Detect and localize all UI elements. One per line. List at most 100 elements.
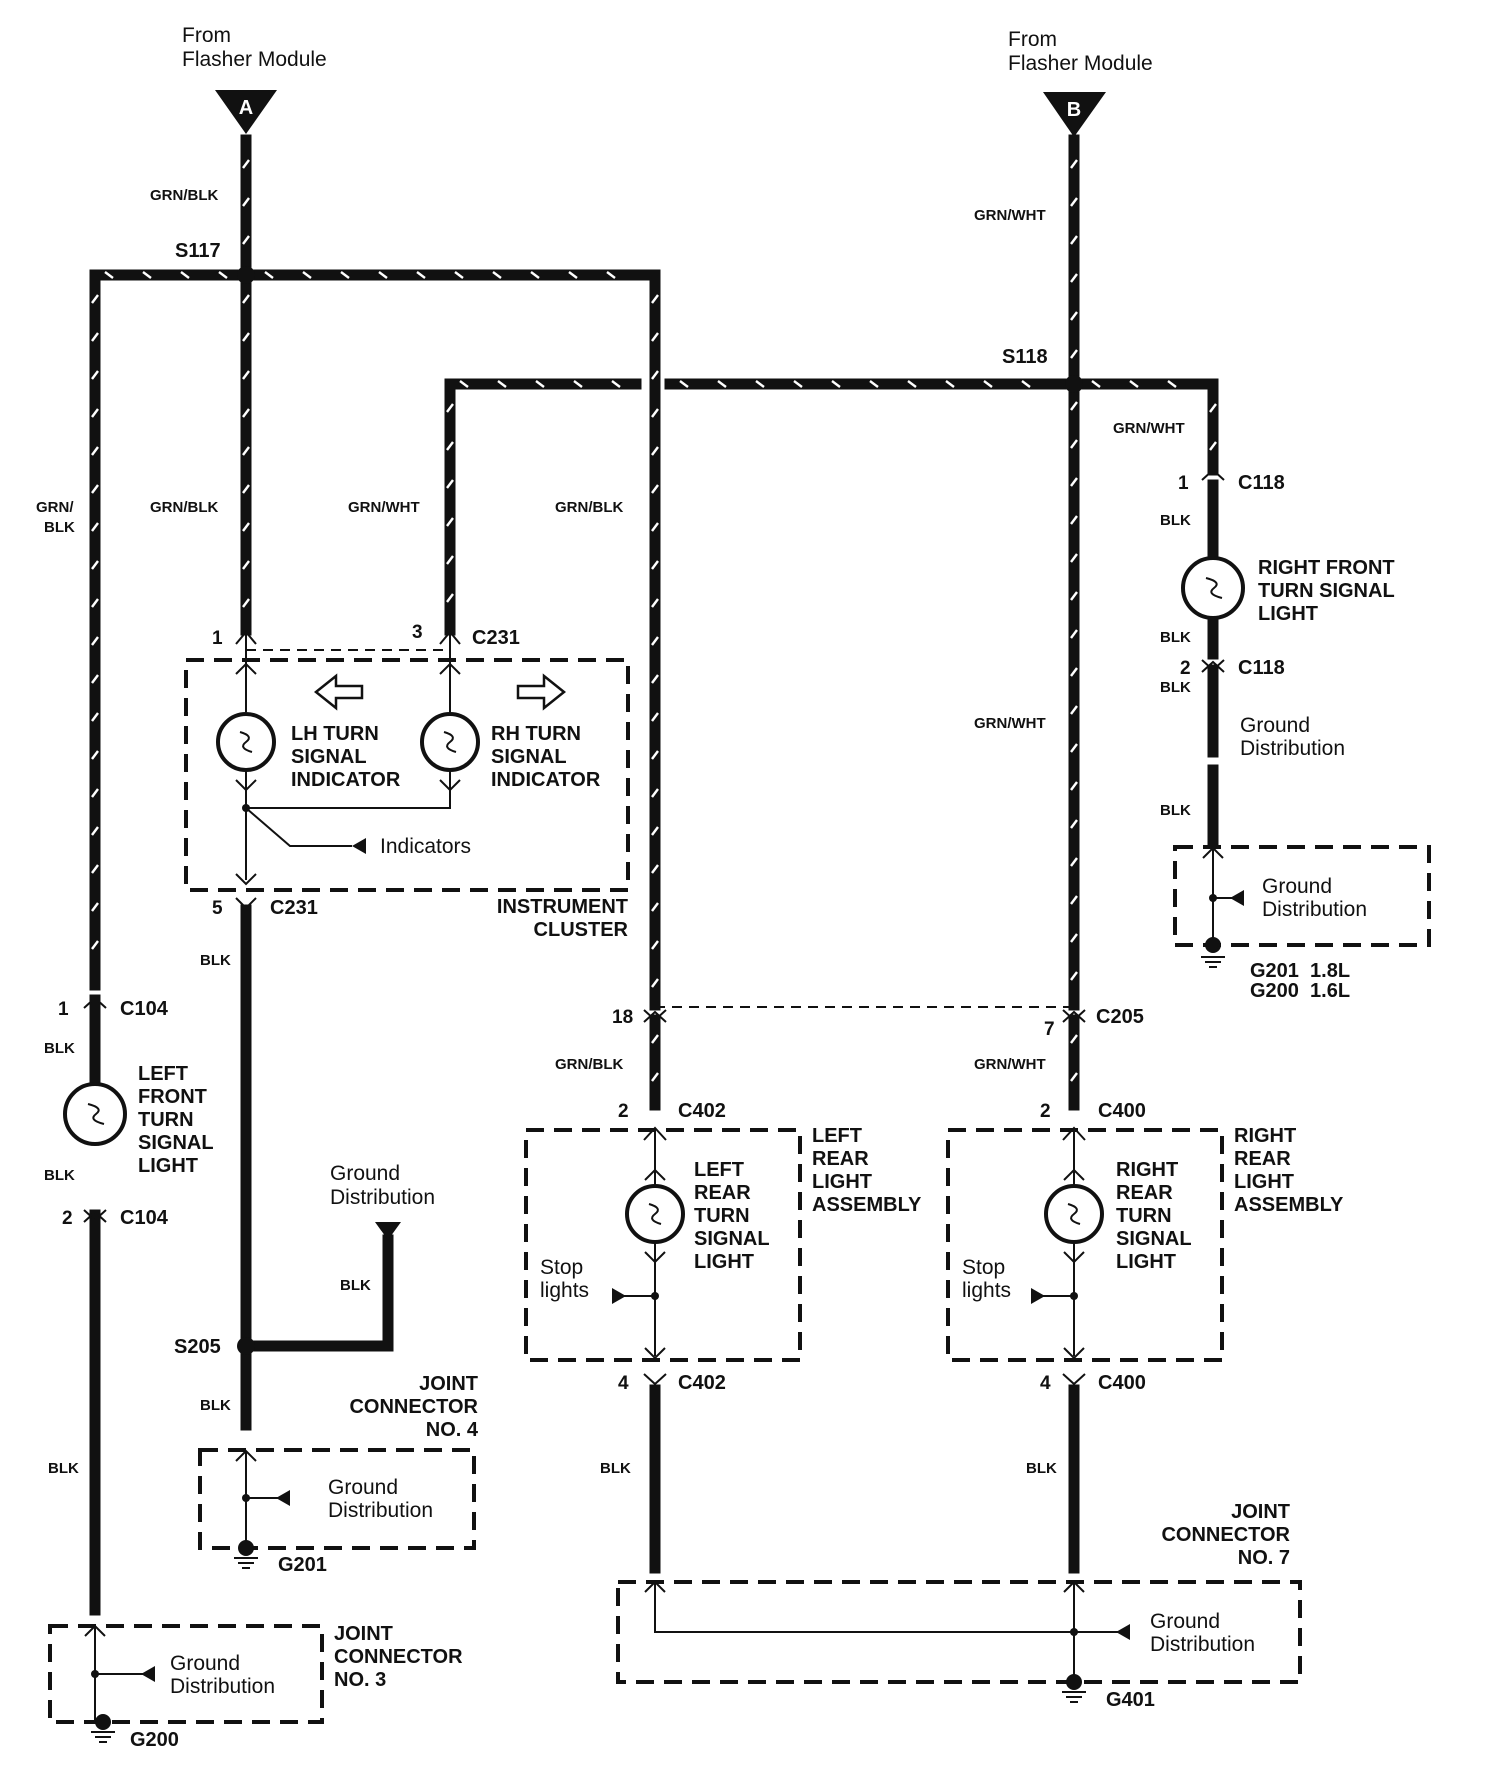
wire-hatch-mark (1209, 441, 1217, 451)
jc4-box (198, 1448, 476, 1550)
wire-hatch-mark (1070, 1072, 1078, 1082)
source-a-arrow-icon (215, 90, 277, 134)
left-front-label-5: LIGHT (138, 1155, 198, 1177)
wire-hatch-mark (91, 826, 99, 836)
wire-hatch-mark (1070, 819, 1078, 829)
wire-rh-indicator-feed (444, 378, 642, 636)
wire-hatch-mark (1070, 895, 1078, 905)
wire-label-blk-c104-top: BLK (44, 1040, 75, 1057)
splice-s118-label: S118 (1002, 346, 1048, 368)
jc3-label-2: CONNECTOR (334, 1646, 463, 1668)
connector-c118-top: C118 (1238, 472, 1285, 494)
wire-hatch-mark (1070, 743, 1078, 753)
wire-hatch-mark (1070, 311, 1078, 321)
wire-hatch-mark (568, 271, 578, 279)
wire-hatch-mark (446, 517, 454, 527)
pin-c104-2: 2 (62, 1208, 73, 1229)
source-a-module: Flasher Module (182, 48, 327, 71)
jc4-gd-2: Distribution (328, 1499, 433, 1522)
jc3-ground-icon (91, 1731, 115, 1743)
source-b-arrow-icon (1043, 92, 1106, 137)
right-rear-assembly-3: LIGHT (1234, 1171, 1294, 1193)
wire-hatch-mark (651, 712, 659, 722)
wire-hatch-mark (1070, 705, 1078, 715)
right-rear-light-5: LIGHT (1116, 1251, 1176, 1273)
wire-hatch-mark (459, 380, 469, 388)
connector-c231-top: C231 (472, 627, 520, 649)
jc4-gd-1: Ground (328, 1476, 398, 1499)
wire-hatch-mark (91, 370, 99, 380)
wire-hatch-mark (497, 380, 507, 388)
wire-hatch-mark (651, 294, 659, 304)
wire-hatch-mark (1070, 553, 1078, 563)
wire-hatch-mark (651, 1072, 659, 1082)
s205-ground-dist-2: Distribution (330, 1186, 435, 1209)
wire-label-grn-blk-c402: GRN/BLK (555, 1056, 623, 1073)
wire-hatch-mark (242, 332, 250, 342)
left-rear-light-3: TURN (694, 1205, 750, 1227)
wire-hatch-mark (142, 271, 152, 279)
wire-hatch-mark (611, 380, 621, 388)
connector-c402-bot: C402 (678, 1372, 726, 1394)
wire-hatch-mark (91, 864, 99, 874)
splice-s117 (237, 266, 255, 284)
indicators-label: Indicators (380, 835, 471, 858)
connector-c104-top: C104 (120, 998, 169, 1020)
right-arrow-icon (516, 673, 567, 711)
instrument-cluster-label-2: CLUSTER (534, 919, 629, 941)
jc7-label-2: CONNECTOR (1161, 1524, 1290, 1546)
left-rear-light-1: LEFT (694, 1159, 744, 1181)
wire-hatch-mark (242, 235, 250, 245)
jc4-label-3: NO. 4 (426, 1419, 479, 1441)
lh-indicator-label-3: INDICATOR (291, 769, 401, 791)
wire-hatch-mark (651, 484, 659, 494)
jc3-label-3: NO. 3 (334, 1669, 386, 1691)
connector-c205: C205 (1096, 1006, 1144, 1028)
jc7-pointer-icon (1116, 1624, 1130, 1640)
wire-hatch-mark (755, 380, 765, 388)
wire-label-blk-ground: BLK (340, 1277, 371, 1294)
right-stop-lights-1: Stop (962, 1256, 1005, 1279)
left-rear-assembly-4: ASSEMBLY (812, 1194, 922, 1216)
jc7-gd-1: Ground (1150, 1610, 1220, 1633)
left-front-label-3: TURN (138, 1109, 194, 1131)
wire-hatch-mark (91, 940, 99, 950)
wire-hatch-mark (651, 864, 659, 874)
pin-c231-1: 1 (212, 628, 223, 649)
rh-indicator-label-2: SIGNAL (491, 746, 567, 768)
connector-c118-bot: C118 (1238, 657, 1285, 679)
wire-hatch-mark (679, 380, 689, 388)
wire-hatch-mark (302, 271, 312, 279)
wire-hatch-mark (242, 560, 250, 570)
wire-label-blk-c118-mid: BLK (1160, 629, 1191, 646)
wire-hatch-mark (242, 522, 250, 532)
jc3-gd-1: Ground (170, 1652, 240, 1675)
wire-hatch-mark (1021, 380, 1031, 388)
splice-s117-label: S117 (175, 240, 221, 262)
source-b-from: From (1008, 28, 1057, 51)
right-rear-assembly-4: ASSEMBLY (1234, 1194, 1344, 1216)
left-stop-lights-2: lights (540, 1279, 589, 1302)
source-b-letter: B (1067, 99, 1081, 121)
wire-hatch-mark (1167, 380, 1177, 388)
wire-hatch-mark (1070, 933, 1078, 943)
wire-hatch-mark (1070, 857, 1078, 867)
left-rear-light-4: SIGNAL (694, 1228, 770, 1250)
pin-c104-1: 1 (58, 999, 69, 1020)
wire-label-grn-slash: GRN/ (36, 499, 74, 516)
wire-hatch-mark (1091, 380, 1101, 388)
pin-c118-2: 2 (1180, 658, 1191, 679)
right-rear-light-2: REAR (1116, 1182, 1173, 1204)
right-front-ground-box (1173, 845, 1431, 947)
wire-label-blk-c231: BLK (200, 952, 231, 969)
grn-blk-harness (89, 134, 661, 1111)
wire-hatch-mark (446, 441, 454, 451)
jc7-ground-icon (1062, 1691, 1086, 1703)
wire-hatch-mark (446, 593, 454, 603)
wire-hatch-mark (242, 159, 250, 169)
connector-c400-top: C400 (1098, 1100, 1146, 1122)
wire-hatch-mark (242, 484, 250, 494)
wire-hatch-mark (91, 712, 99, 722)
wire-hatch-mark (1129, 380, 1139, 388)
